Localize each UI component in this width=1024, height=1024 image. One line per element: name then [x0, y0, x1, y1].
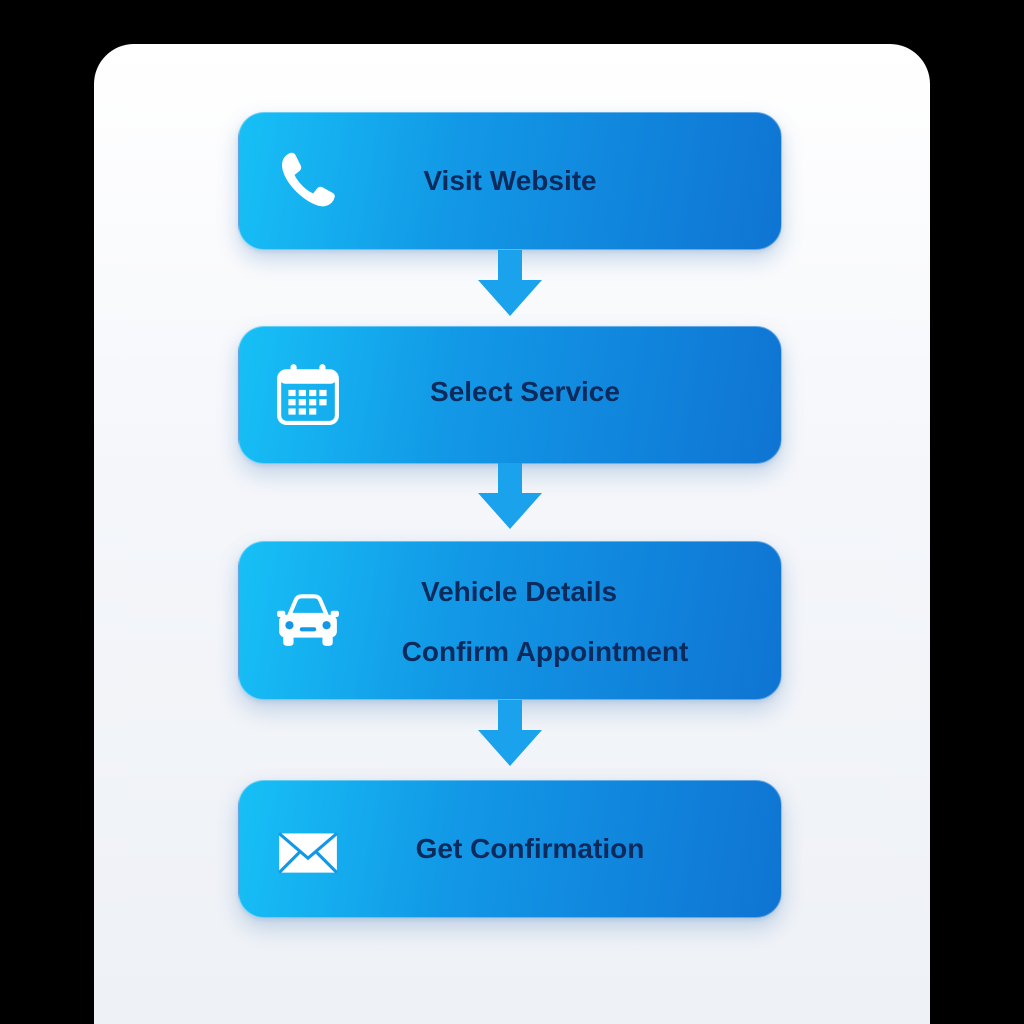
arrow-down-icon — [478, 700, 542, 766]
step-select-service: Select Service — [238, 326, 782, 464]
arrow-down-icon — [478, 250, 542, 316]
envelope-icon — [278, 832, 338, 874]
step-label-primary: Vehicle Details — [420, 576, 618, 607]
step-vehicle-details: Vehicle Details Confirm Appointment — [238, 541, 782, 700]
car-icon — [277, 594, 339, 646]
step-get-confirmation: Get Confirmation — [238, 780, 782, 918]
calendar-icon — [277, 364, 339, 425]
step-label: Visit Website — [423, 165, 597, 196]
arrow-down-icon — [478, 463, 542, 529]
step-visit-website: Visit Website — [238, 112, 782, 250]
step-label: Get Confirmation — [415, 833, 645, 864]
step-label-secondary: Confirm Appointment — [401, 636, 689, 667]
phone-icon — [282, 152, 335, 207]
step-label: Select Service — [430, 376, 620, 407]
